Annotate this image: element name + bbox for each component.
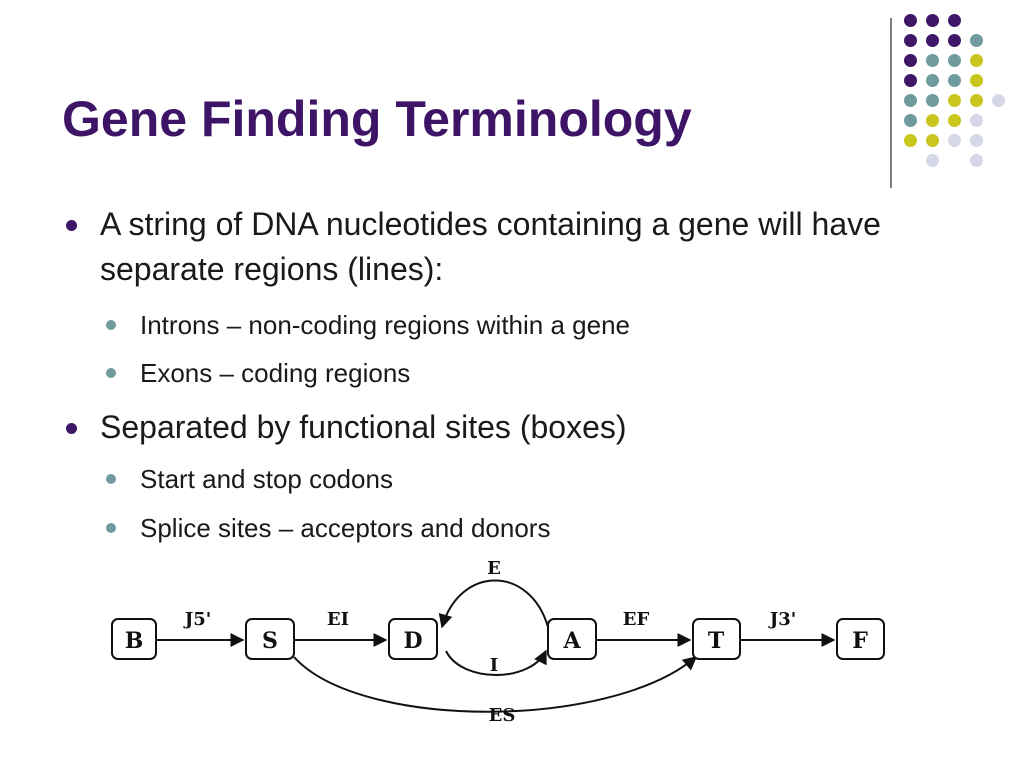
sub-bullet-introns: Introns – non-coding regions within a ge… [106,308,900,342]
sub-bullet-text: Introns – non-coding regions within a ge… [140,310,630,340]
decor-dot [970,114,983,127]
node-label: B [125,628,144,654]
node-label: A [562,628,581,654]
node-box [245,618,295,660]
edge-label-j3: J3' [768,609,797,630]
sub-bullet-text: Exons – coding regions [140,358,411,388]
node-d: D [388,618,438,660]
sub-bullet-codons: Start and stop codons [106,462,900,496]
decor-dot [948,34,961,47]
edge-label-ef: EF [623,609,650,630]
decor-dot [926,54,939,67]
node-label: D [403,628,422,654]
bullet-dna-regions: A string of DNA nucleotides containing a… [66,202,930,292]
node-box [836,618,885,660]
bullet-text: A string of DNA nucleotides containing a… [100,206,881,287]
decor-dot [970,94,983,107]
decor-dot [948,74,961,87]
node-s: S [245,618,295,660]
edge-label-i: I [490,655,498,676]
decor-dot [948,54,961,67]
decor-dot [970,74,983,87]
edge-a-d-bottom [445,649,547,676]
bullet-marker [66,423,77,434]
sub-bullet-marker [106,320,116,330]
edge-d-a-top [438,579,549,629]
sub-bullet-marker [106,523,116,533]
node-box [692,618,741,660]
decorative-dot-grid [904,14,1005,167]
edge-s-t [293,656,698,713]
decor-dot [904,74,917,87]
edge-label-ei: EI [327,609,349,630]
node-box [111,618,157,660]
gene-state-diagram: B S D A T F J5' EI E I EF J3' ES [111,558,885,726]
decor-dot [926,154,939,167]
sub-bullet-splice-sites: Splice sites – acceptors and donors [106,511,900,545]
decor-dot [904,94,917,107]
node-box [388,618,438,660]
decor-dot [992,94,1005,107]
decor-dot [926,74,939,87]
bullet-text: Separated by functional sites (boxes) [100,409,627,445]
node-box [547,618,597,660]
node-b: B [111,618,157,660]
bullet-marker [66,220,77,231]
decor-dot [948,14,961,27]
sub-bullet-marker [106,368,116,378]
node-f: F [836,618,885,660]
node-label: T [708,628,725,654]
decor-dot [970,54,983,67]
decor-dot [970,154,983,167]
edge-label-es: ES [489,705,516,726]
decor-dot [970,134,983,147]
decor-dot [926,14,939,27]
sub-bullet-text: Start and stop codons [140,464,393,494]
title-divider-line [890,18,892,188]
decor-dot [904,134,917,147]
node-a: A [547,618,597,660]
decor-dot [948,134,961,147]
decor-dot [970,34,983,47]
bullet-functional-sites: Separated by functional sites (boxes) [66,405,930,450]
decor-dot [948,114,961,127]
decor-dot [904,114,917,127]
decor-dot [904,54,917,67]
decor-dot [948,94,961,107]
decor-dot [926,94,939,107]
decor-dot [904,34,917,47]
decor-dot [926,34,939,47]
decor-dot [926,134,939,147]
edge-label-j5: J5' [183,609,212,630]
node-t: T [692,618,741,660]
slide-title: Gene Finding Terminology [62,91,692,147]
sub-bullet-exons: Exons – coding regions [106,356,900,390]
node-label: S [262,628,278,654]
sub-bullet-marker [106,474,116,484]
sub-bullet-text: Splice sites – acceptors and donors [140,513,551,543]
decor-dot [904,14,917,27]
node-label: F [852,628,868,654]
decor-dot [926,114,939,127]
edge-label-e: E [487,558,501,579]
